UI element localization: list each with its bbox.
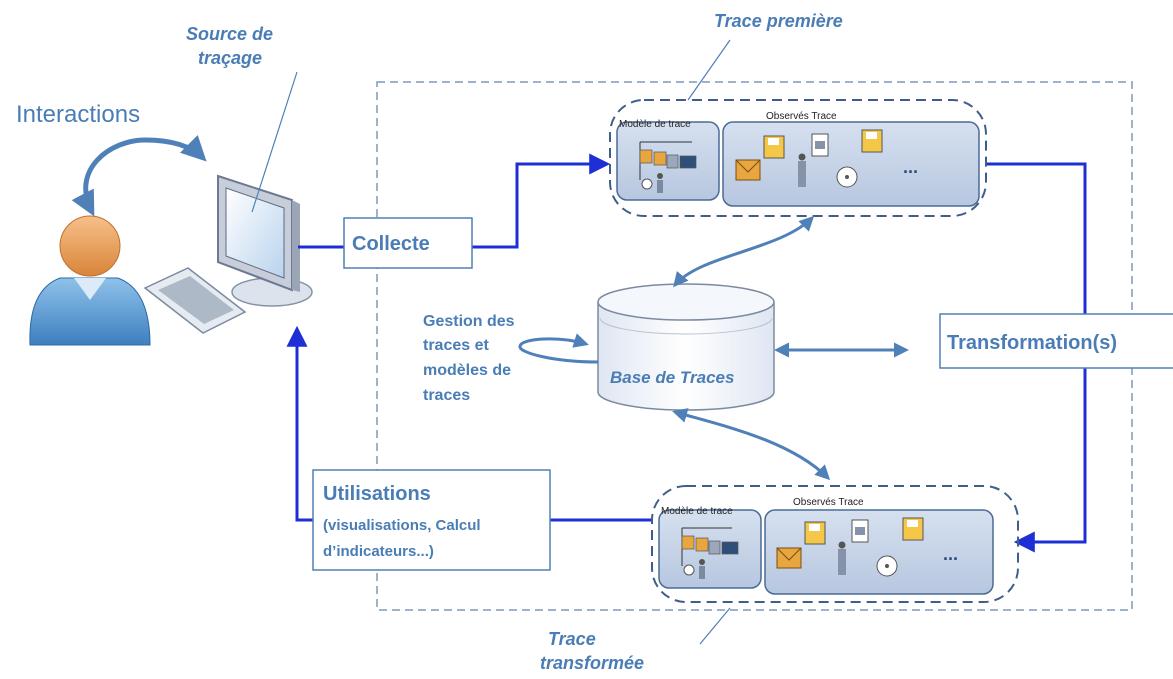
source-label-line-1: Source de	[186, 24, 273, 44]
collecte-to-trace-premiere	[472, 153, 611, 249]
trace-premiere-model-label: Modèle de trace	[619, 119, 691, 130]
trace-premiere-label: Trace première	[714, 11, 843, 31]
gestion-line-1: Gestion des	[423, 313, 515, 330]
utilisations-line-2: d’indicateurs...)	[323, 543, 434, 560]
utilisations-to-computer	[286, 325, 313, 522]
trace-premiere-to-transformation	[986, 162, 1087, 314]
utilisations-line-1: (visualisations, Calcul	[323, 517, 481, 534]
trace-transformee-group	[651, 485, 1019, 603]
trace-transformee-label-line-2: transformée	[540, 653, 644, 673]
trace-transformee-label-line-1: Trace	[548, 629, 596, 649]
model-schema-icon-bottom	[681, 527, 739, 579]
trace-premiere-observes-panel	[722, 121, 980, 207]
gestion-line-2: traces et	[423, 337, 489, 354]
trace-premiere-observes-label: Observés Trace	[766, 111, 837, 122]
trace-transformee-model-label: Modèle de trace	[661, 506, 733, 517]
database-icon	[597, 283, 775, 411]
transformation-box	[939, 313, 1173, 369]
db-trace-transformee-arrow	[672, 408, 831, 481]
observed-items-icons-bottom	[776, 517, 924, 577]
trace-transformee-observes-label: Observés Trace	[793, 497, 864, 508]
gestion-line-3: modèles de	[423, 362, 511, 379]
db-trace-premiere-arrow	[673, 215, 815, 288]
transformation-label: Transformation(s)	[947, 332, 1117, 354]
gestion-loop-arrow	[518, 333, 599, 364]
model-schema-icon	[639, 141, 697, 193]
observed-items-icons	[735, 129, 883, 188]
transformation-to-trace-transformee	[1013, 368, 1087, 553]
user-icon	[29, 215, 151, 346]
collecte-label: Collecte	[352, 233, 430, 255]
trace-premiere-ellipsis: ...	[903, 157, 918, 177]
trace-premiere-pointer	[687, 39, 731, 101]
source-label-line-2: traçage	[198, 48, 262, 68]
trace-transformee-ellipsis: ...	[943, 544, 958, 564]
source-pointer	[251, 71, 298, 213]
trace-transformee-pointer	[699, 607, 731, 645]
collecte-box	[343, 217, 473, 269]
interactions-arrow	[71, 135, 207, 217]
interactions-label: Interactions	[16, 101, 140, 128]
computer-icon	[143, 174, 313, 334]
utilisations-box	[312, 469, 551, 571]
utilisations-title: Utilisations	[323, 483, 431, 505]
gestion-line-4: traces	[423, 387, 470, 404]
base-label: Base de Traces	[610, 368, 734, 387]
